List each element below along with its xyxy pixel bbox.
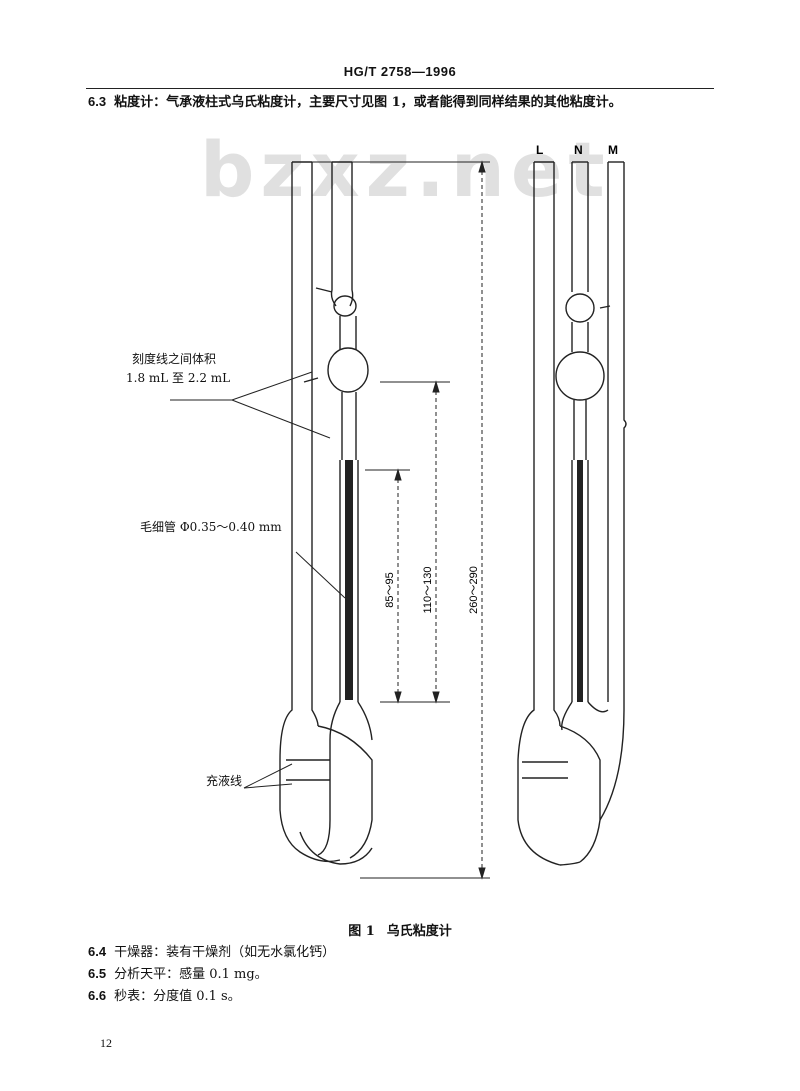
right-capillary-fill <box>577 460 583 702</box>
right-tube-L <box>517 162 561 866</box>
left-capillary-fill <box>345 460 353 700</box>
figure-caption: 图 1 乌氏粘度计 <box>0 920 800 939</box>
left-tube-outer <box>279 162 341 863</box>
clause-6-5: 6.5 分析天平：感量 0.1 mg。 <box>88 965 268 984</box>
caption-number: 图 1 <box>348 924 375 939</box>
clause-number: 6.5 <box>88 966 107 981</box>
left-upper-bulb <box>333 295 357 317</box>
clause-text: 干燥器：装有干燥剂（如无水氯化钙） <box>114 945 336 960</box>
volume-label-line2: 1.8 mL 至 2.2 mL <box>126 371 231 385</box>
standard-code: HG/T 2758—1996 <box>343 64 457 79</box>
left-capillary-outer <box>330 162 337 307</box>
clause-text: 粘度计：气承液柱式乌氏粘度计，主要尺寸见图 1，或者能得到同样结果的其他粘度计。 <box>114 95 622 110</box>
clause-6-4: 6.4 干燥器：装有干燥剂（如无水氯化钙） <box>88 943 335 962</box>
clause-number: 6.4 <box>88 944 107 959</box>
left-measuring-bulb <box>327 347 369 393</box>
caption-title: 乌氏粘度计 <box>386 924 452 939</box>
left-tube-outer-inner <box>311 162 319 727</box>
right-upper-bulb <box>565 293 595 323</box>
watermark: bzxz.net <box>200 125 611 214</box>
clause-6-3: 6.3 粘度计：气承液柱式乌氏粘度计，主要尺寸见图 1，或者能得到同样结果的其他粘… <box>88 93 622 112</box>
right-measuring-bulb <box>555 351 605 401</box>
dim-260-290: 260～290 <box>468 566 480 614</box>
ubbelohde-viscometer-figure: 85～95 110～130 260～290 <box>170 143 627 880</box>
clause-text: 秒表：分度值 0.1 s。 <box>114 989 241 1004</box>
dim-110-130: 110～130 <box>422 567 434 614</box>
clause-number: 6.3 <box>88 94 107 109</box>
fill-line-label: 充液线 <box>206 774 243 788</box>
page-number: 12 <box>100 1036 112 1050</box>
clause-6-6: 6.6 秒表：分度值 0.1 s。 <box>88 987 241 1006</box>
capillary-label: 毛细管 Φ0.35～0.40 mm <box>140 520 282 534</box>
volume-label-line1: 刻度线之间体积 <box>132 352 217 366</box>
header-rule <box>86 88 714 89</box>
left-reservoir <box>317 725 373 859</box>
clause-number: 6.6 <box>88 988 107 1003</box>
right-reservoir <box>559 725 601 863</box>
tube-label-L: L <box>536 143 543 157</box>
dim-85-95: 85～95 <box>384 572 396 607</box>
tube-label-M: M <box>608 143 618 157</box>
clause-text: 分析天平：感量 0.1 mg。 <box>114 967 268 982</box>
tube-label-N: N <box>574 143 583 157</box>
